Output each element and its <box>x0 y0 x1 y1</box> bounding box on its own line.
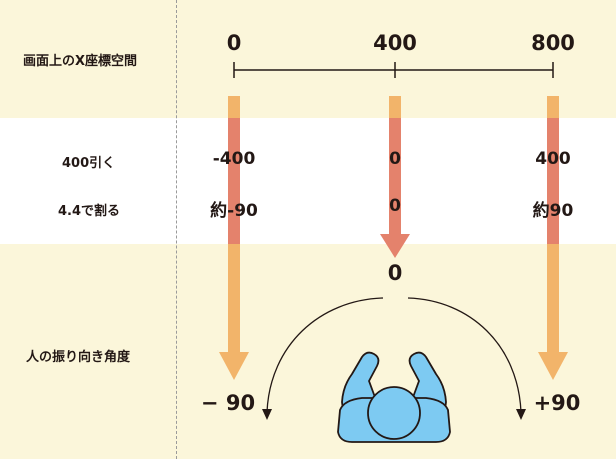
divide-value-right: 約90 <box>532 201 574 221</box>
row-label-screen-x: 画面上のX座標空間 <box>23 54 138 69</box>
row-label-divide: 4.4で割る <box>58 204 121 219</box>
left-rotation-arc <box>266 297 384 413</box>
scale-value-mid: 400 <box>373 31 417 55</box>
row-label-angle: 人の振り向き角度 <box>26 350 131 365</box>
center-arrow <box>380 96 410 258</box>
screen-x-band <box>0 0 616 118</box>
scale-value-right: 800 <box>531 31 575 55</box>
subtract-value-left: -400 <box>212 149 256 169</box>
calculation-band <box>0 118 616 244</box>
divide-value-mid: 0 <box>389 196 401 216</box>
subtract-value-mid: 0 <box>389 149 401 169</box>
left-arrow <box>219 96 249 380</box>
angle-value-right: +90 <box>533 391 581 415</box>
angle-value-left: − 90 <box>200 391 256 415</box>
divide-value-left: 約-90 <box>210 201 258 221</box>
right-arc-arrowhead <box>516 409 526 420</box>
person-top-view-icon <box>337 351 451 443</box>
subtract-value-right: 400 <box>535 149 571 169</box>
row-label-subtract: 400引く <box>62 156 116 171</box>
right-rotation-arc <box>407 297 522 413</box>
angle-band <box>0 244 616 459</box>
angle-value-center: 0 <box>387 261 403 285</box>
scale-value-left: 0 <box>226 31 242 55</box>
left-arc-arrowhead <box>262 409 272 420</box>
scale-ruler <box>233 62 554 78</box>
right-arrow <box>538 96 568 380</box>
column-divider <box>176 0 177 459</box>
rotation-arcs <box>266 297 522 413</box>
